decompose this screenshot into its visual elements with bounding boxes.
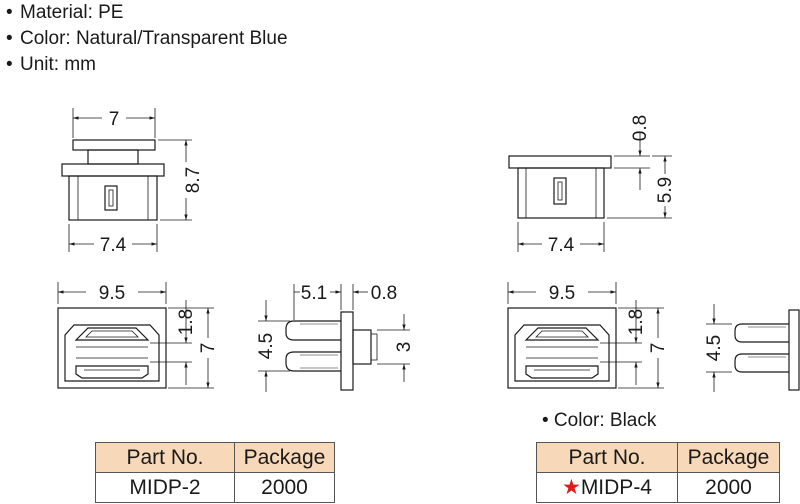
left-front-view [57,282,214,389]
spec-list: •Material: PE •Color: Natural/Transparen… [6,0,288,78]
part-table-midp-4: Part No. Package ★MIDP-4 2000 [536,442,780,503]
dim-flange: 0.8 [371,283,397,304]
dim-body-width: 7.4 [100,235,127,256]
cell-part-no: MIDP-2 [95,472,235,503]
dim-r-front-height: 7 [648,343,669,354]
cell-part-no: ★MIDP-4 [536,472,678,503]
table-header-row: Part No. Package [95,442,335,473]
right-top-view [508,132,672,252]
dim-front-width: 9.5 [99,283,125,304]
cell-package: 2000 [677,472,780,503]
color-black-note: • Color: Black [542,410,657,431]
dim-height-total: 8.7 [183,167,204,193]
spec-unit: •Unit: mm [6,54,96,75]
dim-front-height: 7 [198,343,219,354]
right-front-view [507,282,664,389]
dim-r-height: 5.9 [655,177,676,203]
header-package: Package [677,442,780,473]
dim-pin-span: 4.5 [256,333,277,359]
header-part-no: Part No. [95,442,235,473]
header-part-no: Part No. [536,442,678,473]
dim-tab: 3 [394,342,415,353]
left-side-view [258,284,410,392]
header-package: Package [234,442,335,473]
dim-r-front-width: 9.5 [549,283,575,304]
dim-top-width: 7 [109,109,120,130]
dim-side-depth: 5.1 [301,283,327,304]
right-side-view [706,304,800,392]
dim-r-slot-pitch: 1.8 [626,309,647,335]
table-row: MIDP-2 2000 [95,472,335,503]
table-row: ★MIDP-4 2000 [536,472,780,503]
spec-color: •Color: Natural/Transparent Blue [6,28,288,49]
spec-material: •Material: PE [6,2,124,23]
table-header-row: Part No. Package [536,442,780,473]
star-icon: ★ [561,476,581,499]
dim-r-flange: 0.8 [630,115,651,141]
dim-slot-pitch: 1.8 [176,309,197,335]
part-table-midp-2: Part No. Package MIDP-2 2000 [95,442,335,503]
cell-package: 2000 [234,472,335,503]
dim-r-body-width: 7.4 [548,235,575,256]
dim-r-pin-span: 4.5 [704,335,725,361]
left-top-view [61,108,192,252]
